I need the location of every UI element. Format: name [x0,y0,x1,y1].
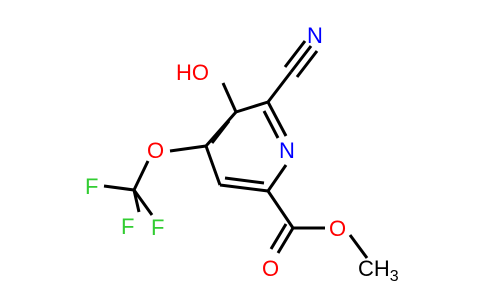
bond-nitrile-3 [295,50,319,78]
bond-c-f1 [103,184,135,192]
atom-label-hydroxyl: HO [176,60,209,85]
atom-label-n-ring: N [279,138,295,163]
bond-nitrile-2 [283,40,307,68]
bond-c5-c6-inner [224,176,265,185]
bond-n1-c2 [266,101,288,137]
methyl-ch: CH [358,256,390,281]
bond-nitrile-1 [289,45,313,73]
atom-label-n-nitrile: N [307,23,323,48]
methyl-subscript: 3 [390,268,399,285]
bond-c4-o [169,144,207,153]
bond-carbonyl-2 [269,223,288,250]
atom-label-o-ether: O [147,138,164,163]
atom-label-o-ester: O [329,216,346,241]
bond-c3-oh [221,82,238,113]
bond-c2-cn [266,71,293,103]
bond-c6-n1 [266,164,288,192]
atom-label-f-3: F [151,215,164,240]
atom-label-methyl: CH3 [358,256,399,285]
atom-label-f-2: F [121,214,134,239]
bond-c2-c3 [235,100,269,114]
bond-c6-ccarbonyl [266,190,295,229]
atom-label-o-carbonyl: O [262,256,279,281]
atom-label-f-1: F [85,174,98,199]
bond-c4-c5 [204,145,222,186]
bond-carbonyl-1 [276,227,295,254]
bond-c5-c6 [219,183,269,193]
bond-c-f3 [132,189,154,216]
bond-oester-me [348,234,369,259]
bond-n1-c2-inner [262,110,280,139]
bond-o-cf3 [132,160,150,191]
bond-c3-c4-inner [210,120,231,144]
